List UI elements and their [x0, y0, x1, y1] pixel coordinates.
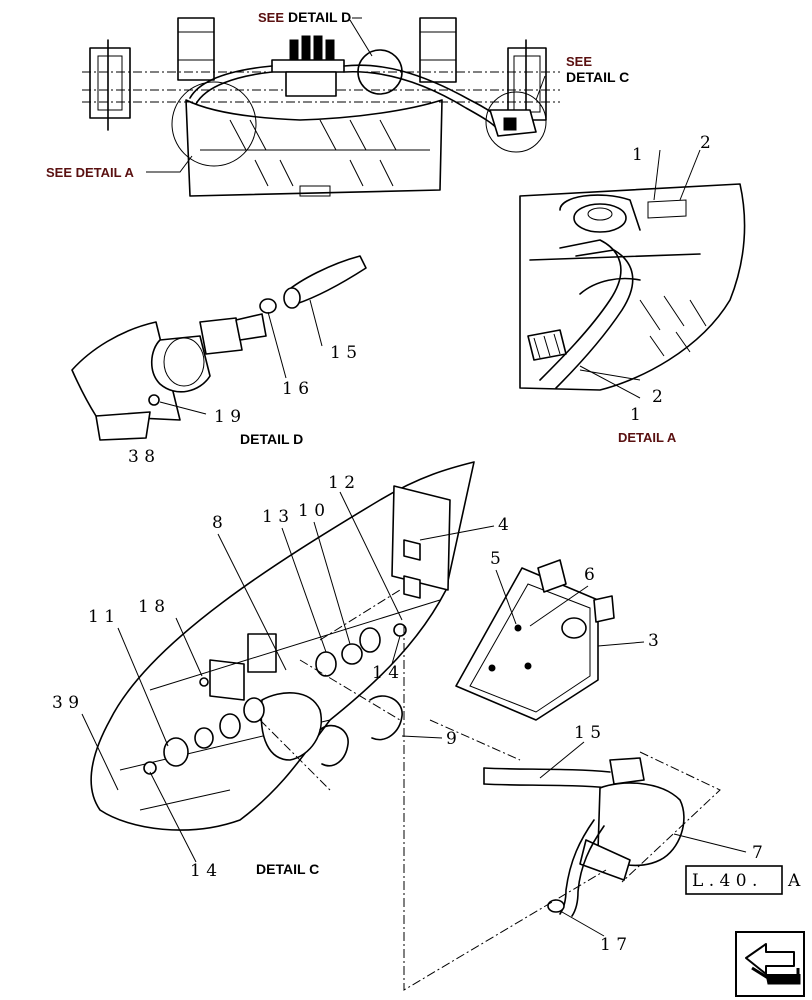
section-reference-code: L . 4 0 . [692, 871, 757, 891]
callout-5: 5 [490, 549, 501, 569]
callout-1-bottom: 1 [630, 405, 641, 425]
see-detail-c-prefix: SEE [566, 54, 592, 69]
callout-6: 6 [584, 565, 595, 585]
see-detail-a-label: SEE DETAIL A [46, 165, 134, 180]
callout-15-detail-d: 1 5 [330, 343, 357, 363]
section-reference-suffix: A [787, 871, 801, 891]
callout-15-detail-c: 1 5 [574, 723, 601, 743]
callout-12: 1 2 [328, 473, 355, 493]
see-detail-d-prefix: SEE [258, 10, 284, 25]
callout-9: 9 [446, 729, 457, 749]
callout-8: 8 [212, 513, 223, 533]
callout-16: 1 6 [282, 379, 309, 399]
callout-14-upper: 1 4 [372, 663, 399, 683]
detail-a-circle [171, 81, 257, 167]
callout-19: 1 9 [214, 407, 241, 427]
detail-a-slots [639, 295, 707, 357]
detail-d-drawing [71, 255, 367, 441]
callout-10: 1 0 [298, 501, 325, 521]
detail-a-drawing [519, 149, 746, 399]
callout-13: 1 3 [262, 507, 289, 527]
callout-2-bottom: 2 [652, 387, 663, 407]
callout-1-top: 1 [632, 145, 643, 165]
callout-38: 3 8 [128, 447, 155, 467]
detail-c-circle [485, 91, 547, 153]
section-reference[interactable]: L . 4 0 . A [685, 865, 801, 895]
callout-14-lower: 1 4 [190, 861, 217, 881]
detail-c-title: DETAIL C [256, 861, 319, 877]
detail-a-title: DETAIL A [618, 430, 677, 445]
see-detail-d-label: DETAIL D [288, 9, 351, 25]
overview-assembly [82, 17, 560, 197]
callout-11: 1 1 [88, 607, 115, 627]
detail-c-drawing [90, 461, 721, 991]
back-arrow-icon[interactable] [735, 931, 805, 997]
callout-3: 3 [648, 631, 659, 651]
callout-17: 1 7 [600, 935, 627, 955]
detail-d-title: DETAIL D [240, 431, 303, 447]
callout-7: 7 [752, 843, 763, 863]
callout-18: 1 8 [138, 597, 165, 617]
tank-slots [229, 119, 397, 187]
callout-39: 3 9 [52, 693, 79, 713]
manifold-valves [289, 35, 335, 61]
callout-2-top: 2 [700, 133, 711, 153]
callout-4: 4 [498, 515, 509, 535]
see-detail-c-label: DETAIL C [566, 69, 629, 85]
detail-a-clamps [527, 329, 567, 361]
